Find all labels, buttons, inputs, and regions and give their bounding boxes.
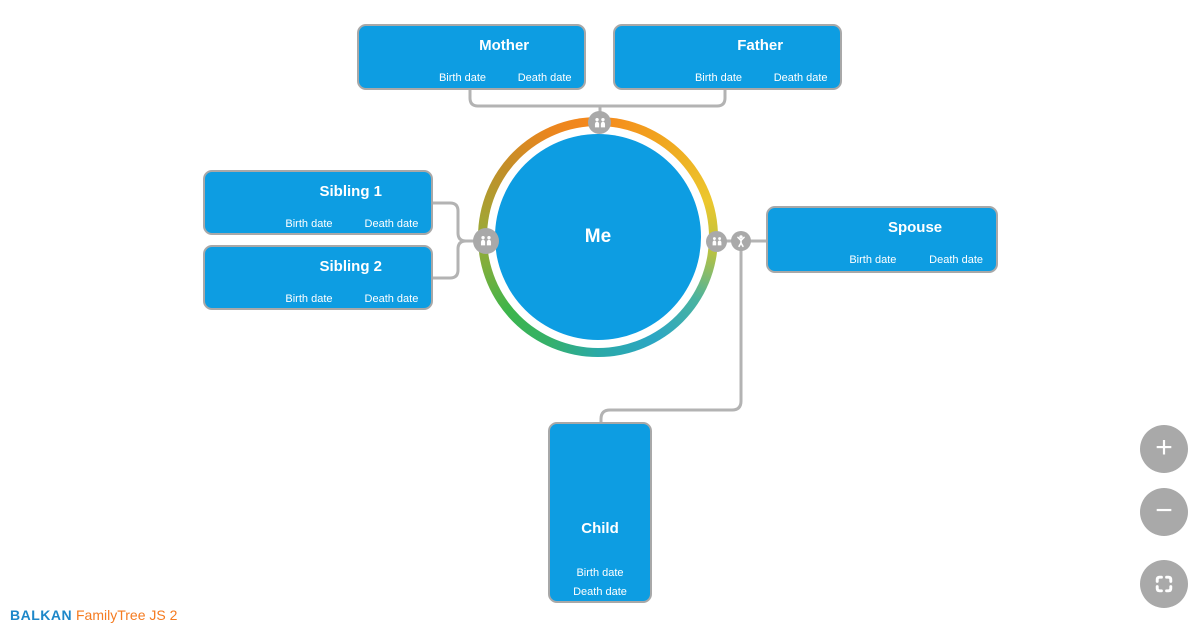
node-sibling2[interactable]: Sibling 2 Birth date Death date <box>203 245 433 310</box>
death-date-field: Death date <box>573 586 627 598</box>
node-mother[interactable]: Mother Birth date Death date <box>357 24 586 90</box>
brand-name: BALKAN <box>10 607 73 623</box>
node-title: Sibling 2 <box>319 258 383 275</box>
node-child[interactable]: Child Birth date Death date <box>548 422 652 603</box>
node-title: Mother <box>479 37 530 54</box>
partner-link-badge <box>706 231 727 252</box>
death-date-field: Death date <box>364 218 419 230</box>
brand-logo[interactable]: BALKAN FamilyTree JS 2 <box>10 607 177 623</box>
birth-date-field: Birth date <box>285 218 333 230</box>
fit-screen-icon <box>1155 575 1173 593</box>
link-child <box>599 246 743 426</box>
birth-date-field: Birth date <box>285 293 333 305</box>
node-title: Spouse <box>887 219 943 236</box>
link-father <box>598 88 727 108</box>
fit-screen-button[interactable] <box>1140 560 1188 608</box>
plus-icon: + <box>1155 431 1173 464</box>
node-title: Father <box>737 37 784 54</box>
node-title: Child <box>581 520 619 537</box>
link-mother <box>468 88 602 108</box>
node-sibling1[interactable]: Sibling 1 Birth date Death date <box>203 170 433 235</box>
children-icon <box>480 235 492 246</box>
zoom-out-button[interactable]: − <box>1140 488 1188 536</box>
link-sibling1 <box>431 201 480 243</box>
node-title: Sibling 1 <box>319 183 383 200</box>
birth-date-field: Birth date <box>849 254 897 266</box>
person-raised-arms-icon <box>737 235 745 248</box>
birth-date-field: Birth date <box>438 72 487 84</box>
death-date-field: Death date <box>364 293 419 305</box>
death-date-field: Death date <box>517 72 572 84</box>
couple-icon <box>712 237 721 246</box>
birth-date-field: Birth date <box>694 72 743 84</box>
link-sibling2 <box>431 239 480 280</box>
siblings-link-badge <box>473 228 499 254</box>
children-link-badge <box>731 231 751 251</box>
me-node-ring[interactable]: Me <box>478 117 718 357</box>
death-date-field: Death date <box>773 72 828 84</box>
birth-date-field: Birth date <box>576 567 624 579</box>
minus-icon: − <box>1155 494 1173 527</box>
parents-link-badge <box>588 111 611 134</box>
zoom-in-button[interactable]: + <box>1140 425 1188 473</box>
me-label: Me <box>584 226 612 247</box>
node-spouse[interactable]: Spouse Birth date Death date <box>766 206 998 273</box>
death-date-field: Death date <box>929 254 984 266</box>
me-node[interactable]: Me <box>495 134 701 340</box>
couple-icon <box>594 117 605 127</box>
node-father[interactable]: Father Birth date Death date <box>613 24 842 90</box>
brand-product: FamilyTree JS 2 <box>76 607 178 623</box>
